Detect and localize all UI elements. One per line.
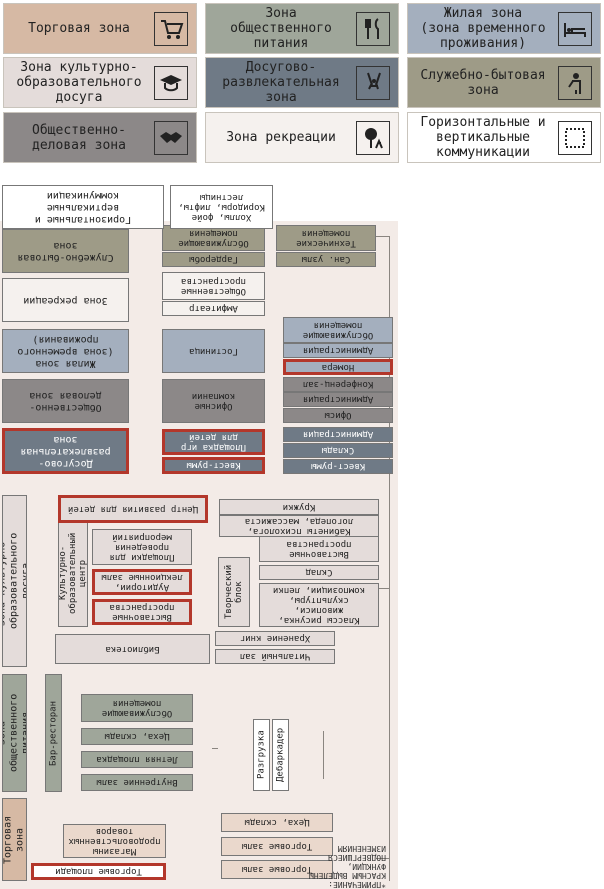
zone-trade: Торговая зона [2,798,27,881]
service-rooms-box: Обслуживающие помещения [283,317,393,343]
halls-corridors-box: Холлы, фойе Коридоры, лифты, лестницы [170,185,273,229]
legend-label: Зона общественного питания [230,6,332,51]
legend-label: Зона культурно- образовательного досуга [16,60,142,105]
workshops-box: Цеха, склады [81,728,193,745]
conference-hall-box: Конференц-зал [283,377,393,392]
legend-label: Горизонтальные и вертикальные коммуникац… [420,115,546,160]
trade-area-box: Торговые площади [31,863,166,880]
loading-dock-box: Дебаркадер [272,719,289,791]
inner-halls-box: Внутренние залы [81,774,193,791]
legend-item-leisure-zone: Досугово- развлекательная зона [205,57,399,108]
unloading-box: Разгрузка [253,719,270,791]
hobby-groups-box: Кружки [219,499,379,515]
quest-rooms-box: Квест-румы [283,459,393,474]
warehouses-box: Склады [283,443,393,458]
technical-rooms-box: Технические помещения [276,225,376,251]
zone-recreation: Зона рекреации [2,278,129,322]
cultural-center-box: Культурно- образовательный центр [58,519,88,627]
worker-icon [558,65,592,100]
legend-label: Досугово- развлекательная зона [222,60,340,105]
legend-label: Общественно- деловая зона [32,122,126,153]
connector-line [212,748,218,749]
cloakrooms-box: Гардеробы [162,252,265,267]
graduation-cap-icon [154,65,188,100]
fork-knife-icon [356,11,390,46]
exhibition-spaces-box: Выставочные пространства [259,536,379,562]
legend-item-cultural-zone: Зона культурно- образовательного досуга [3,57,197,108]
bar-restaurant-box: Бар-ресторан [45,674,62,792]
legend-label: Торговая зона [28,21,130,36]
quest-rooms-box: Квест-румы [162,457,265,474]
diagram-rotated-content: Торговая зона Торговые площади Магазины … [0,185,398,889]
service-rooms-box: Обслуживающие помещения [81,694,193,722]
zone-cultural: Зона культурно- образовательного досуга [2,495,27,667]
zone-catering: Зона общественного питания [2,674,27,792]
cart-icon [154,11,188,46]
event-areas-box: Площадки для проведения мероприятий [92,529,192,565]
administration-box: Администрация [283,343,393,358]
connector-line [376,236,390,237]
book-storage-box: Хранение книг [215,631,335,646]
legend-item-trade-zone: Торговая зона [3,3,197,54]
restrooms-box: Сан. узлы [276,252,376,267]
legend-item-recreation-zone: Зона рекреации [205,112,399,163]
hotel-box: Гостиница [162,329,265,373]
legend-item-service-zone: Служебно-бытовая зона [407,57,601,108]
exhibition-spaces-box: Выставочные пространства [92,599,192,625]
administration-box: Администрация [283,392,393,407]
specialist-offices-box: Кабинеты психолога, логопеда, массажиста [219,515,379,537]
summer-terrace-box: Летняя площадка [81,751,193,768]
legend-item-catering-zone: Зона общественного питания [205,3,399,54]
storage-box: Склад [259,565,379,580]
legend-label: Служебно-бытовая зона [420,67,546,98]
handshake-icon [154,120,188,155]
kids-playground-box: Площадка игр для детей [162,429,265,455]
legend-label: Жилая зона (зона временного проживания) [420,6,546,51]
public-spaces-box: Общественные пространства [162,272,265,300]
legend-label: Зона рекреации [226,130,336,145]
legend-item-communications: Горизонтальные и вертикальные коммуникац… [407,112,601,163]
note-text: *ПРИМЕЧАНИЕ: КРАСНЫМ ВЫДЕЛЕНЫ ФУНКЦИИ, П… [308,844,386,889]
legend-item-residential-zone: Жилая зона (зона временного проживания) [407,3,601,54]
administration-box: Администрация [283,427,393,442]
legend-item-business-zone: Общественно- деловая зона [3,112,197,163]
connector-line [323,731,324,779]
frame-icon [558,120,592,155]
bed-icon [558,11,592,46]
auditoriums-box: Аудитории, лекционные залы [92,569,192,595]
amphitheater-box: Амфитеатр [162,301,265,316]
function-diagram: Торговая зона Торговые площади Магазины … [0,185,398,889]
reading-room-box: Читальный зал [215,649,335,664]
zone-communications: Горизонтальные и вертикальные коммуникац… [2,185,164,229]
child-development-center-box: Центр развития для детей [58,495,208,523]
rooms-box: Номера [283,359,393,375]
art-classes-box: Классы рисунка, живописи, скульптуры, ко… [259,583,379,627]
library-box: Библиотека [55,634,210,664]
zone-residential: Жилая зона (зона временного проживания) [2,329,129,373]
tree-icon [356,120,390,155]
office-companies-box: Офисные компании [162,379,265,423]
zone-leisure: Досугово- развлекательная зона [2,428,129,474]
zone-service: Служебно-бытовая зона [2,229,129,273]
grocery-stores-box: Магазины продовольственных товаров [63,824,166,858]
swing-icon [356,65,390,100]
creative-block-box: Творческий блок [218,557,250,627]
offices-box: Офисы [283,408,393,423]
zone-business: Общественно- деловая зона [2,379,129,423]
